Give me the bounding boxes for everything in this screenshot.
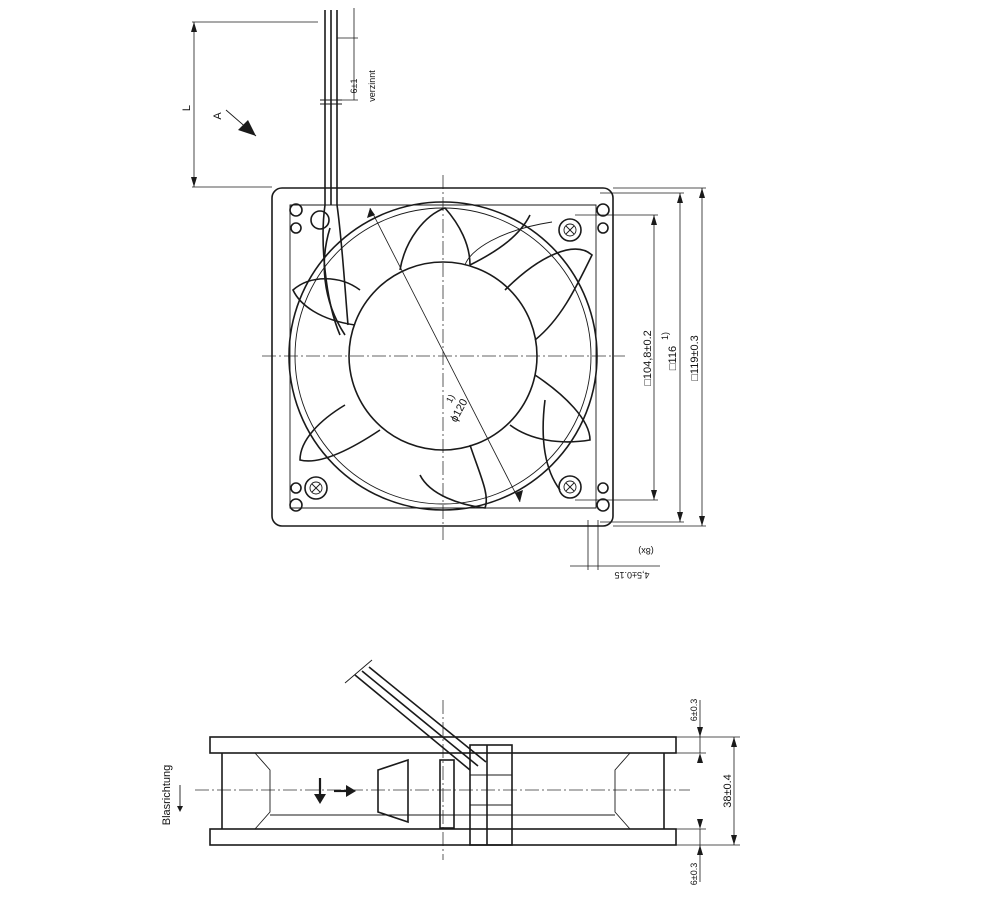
strip-note-text: verzinnt (367, 70, 377, 102)
hole-count-text: (8x) (638, 546, 654, 556)
hole-diameter-text: 4,5±0.15 (615, 570, 650, 580)
flange-top-text: 6±0.3 (689, 699, 699, 721)
airflow-arrows (314, 778, 356, 804)
frame-side-text: □119±0.3 (689, 335, 701, 381)
hole-spacing-text: □104,8±0.2 (642, 330, 654, 386)
mounting-holes (289, 203, 610, 512)
strip-length-dimension: 6±1 verzinnt (337, 8, 377, 102)
arrow-right-icon (346, 785, 356, 797)
hole-diameter-dimension: 4,5±0.15 (8x) (570, 520, 660, 580)
diameter-callout: ϕ120 1) (367, 207, 523, 503)
front-view: L A 6±1 verzinnt ϕ120 1) (181, 8, 706, 580)
wire-length-dimension: L (181, 21, 318, 188)
lead-wires (320, 10, 349, 336)
hub-profile (377, 744, 513, 846)
fan-struts (323, 221, 561, 491)
diameter-note: 1) (444, 393, 457, 405)
side-view: Blasrichtung 6±0.3 38±0.4 6±0.3 (161, 659, 740, 885)
fan-blades (292, 207, 593, 509)
right-dimensions: □104,8±0.2 □116 1) □119±0.3 (575, 187, 706, 527)
airflow-label-text: Blasrichtung (161, 765, 173, 826)
side-lead-wires (344, 659, 487, 771)
airflow-label: Blasrichtung (161, 765, 183, 826)
length-label: L (181, 105, 193, 111)
fan-frame (271, 187, 614, 527)
frame-inner-rim (289, 204, 597, 509)
depth-text: 38±0.4 (722, 774, 734, 808)
outer-side-text: □116 (667, 346, 679, 370)
strip-dimension-text: 6±1 (349, 79, 359, 94)
view-arrow-a: A (212, 109, 257, 137)
screw-bosses (304, 210, 582, 500)
bottom-flange (209, 828, 677, 846)
side-dimensions: 6±0.3 38±0.4 6±0.3 (676, 699, 740, 885)
view-label: A (212, 112, 224, 120)
flange-bottom-text: 6±0.3 (689, 863, 699, 885)
fan-hub (348, 261, 538, 451)
outer-side-note: 1) (660, 332, 670, 340)
arrow-down-icon (314, 794, 326, 804)
venturi-ring (288, 201, 598, 511)
